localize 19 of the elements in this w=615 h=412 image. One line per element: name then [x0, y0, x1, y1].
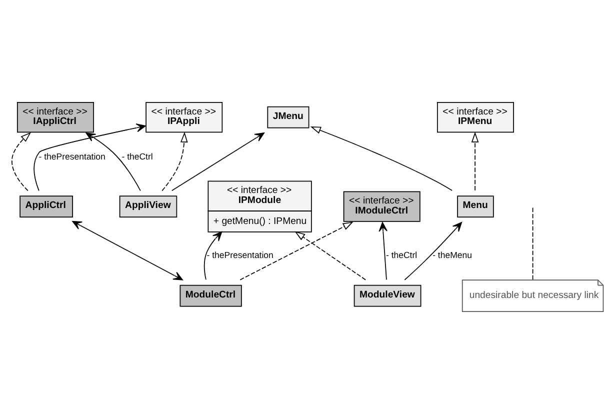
arrow: [294, 230, 366, 280]
arrow: [404, 221, 462, 280]
arrow: [72, 220, 183, 280]
arrow: [86, 132, 141, 191]
arrow: [162, 131, 188, 191]
arrow: [471, 131, 479, 190]
arrow: [34, 122, 146, 191]
arrow: [171, 132, 264, 191]
edge-label: - theCtrl: [386, 250, 418, 260]
edge-label: - thePresentation: [206, 250, 274, 260]
arrow: [240, 221, 354, 280]
edge-label: - thePresentation: [38, 150, 106, 161]
arrow: [12, 132, 32, 191]
edge-label: - theCtrl: [122, 150, 153, 161]
connector: [532, 206, 534, 280]
arrow: [204, 231, 222, 280]
arrow: [310, 126, 453, 190]
edge-label: - theMenu: [432, 250, 472, 260]
arrow: [378, 222, 388, 280]
